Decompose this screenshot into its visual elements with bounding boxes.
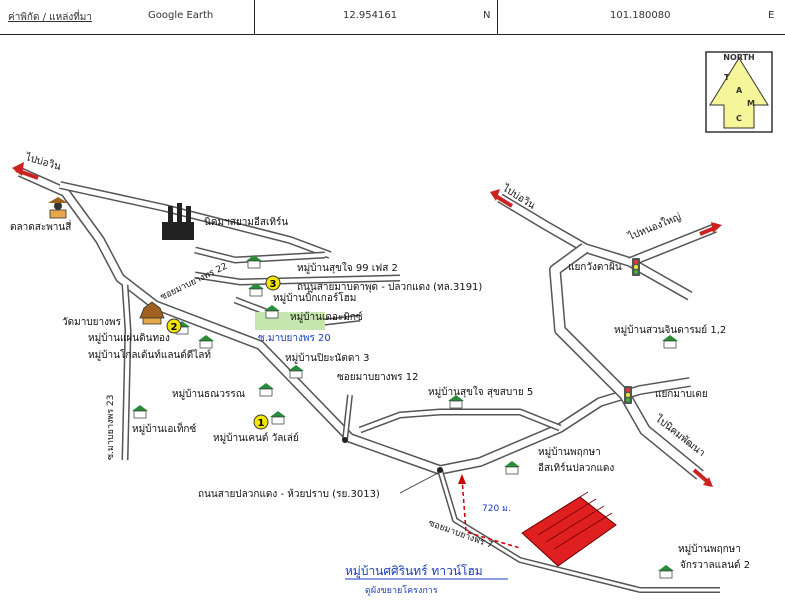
factory-label: นิคมฯสยามอีสเทิร์น — [204, 216, 288, 228]
market-label: ตลาดสะพานสี่ — [10, 219, 71, 233]
house-icon — [258, 383, 274, 397]
temple-icon — [139, 301, 165, 325]
badge: 2 — [166, 318, 182, 334]
latitude-value: 12.954161 — [343, 10, 398, 21]
village-thanawan: หมู่บ้านธณวรรณ — [172, 388, 245, 400]
direction-arrows — [12, 162, 722, 487]
source-value: Google Earth — [148, 10, 214, 21]
village-piyanat: หมู่บ้านปิยะนัตดา 3 — [285, 352, 370, 364]
village-pruksa-chak: หมู่บ้านพฤกษา — [678, 543, 741, 555]
longitude-cell: 101.180080 E — [498, 0, 785, 34]
latitude-cell: 12.954161 N — [255, 0, 498, 34]
temple-label: วัดมาบยางพร — [62, 317, 122, 328]
coordinate-header: ค่าพิกัด / แหล่งที่มา Google Earth 12.95… — [0, 0, 785, 35]
house-icon — [662, 335, 678, 349]
badge-number: 1 — [258, 418, 265, 429]
village-ace: หมู่บ้านเอเท็กซ์ — [132, 421, 196, 435]
badge-number: 3 — [270, 279, 277, 290]
market-vendor-icon — [48, 197, 68, 219]
north-logo: NORTH T A M C — [705, 51, 773, 133]
project-subtitle: ดูผังขยายโครงการ — [365, 585, 438, 596]
direction-nongyai: ไปหนองใหญ่ — [626, 211, 683, 243]
village-pruksa-chak-line2: จักรวาลแลนด์ 2 — [680, 559, 750, 571]
house-icon — [504, 461, 520, 475]
traffic-light-icon — [632, 258, 640, 276]
village-demix: หมู่บ้านเดอะมิกซ์ — [290, 311, 363, 323]
road-network — [17, 167, 720, 593]
village-golden: หมู่บ้านโกลเด้นท์แลนด์ดีไลท์ — [88, 348, 211, 361]
latitude-direction: N — [483, 10, 491, 21]
village-suanchin: หมู่บ้านสวนจินดารมย์ 1,2 — [614, 324, 726, 336]
house-icon — [448, 395, 464, 409]
junction-maptoei-label: แยกมาบเตย — [655, 389, 708, 400]
house-icon — [658, 565, 674, 579]
house-icon — [198, 335, 214, 349]
logo-letter: T — [724, 73, 730, 82]
logo-letter: C — [736, 114, 742, 123]
house-icon — [248, 283, 264, 297]
badge: 3 — [265, 275, 281, 291]
project-name: หมู่บ้านศศิรินทร์ ทาวน์โฮม — [345, 564, 483, 579]
junction-wangtamin-label: แยกวังตาผิน — [568, 262, 622, 273]
village-kent: หมู่บ้านเคนต์ วัลเล่ย์ — [213, 432, 299, 444]
logo-letter: A — [736, 86, 743, 95]
house-icon — [270, 411, 286, 425]
project-site — [521, 491, 617, 567]
road-3013-label: ถนนสายปลวกแดง - ห้วยปราบ (รย.3013) — [198, 488, 380, 500]
village-pruksa-east: หมู่บ้านพฤกษา — [538, 446, 601, 458]
village-sukjai5: หมู่บ้านสุขใจ สุขสบาย 5 — [428, 386, 533, 398]
village-phaendin: หมู่บ้านแผ่นดินทอง — [88, 332, 170, 344]
north-label: NORTH — [723, 53, 754, 62]
badge-number: 2 — [171, 322, 178, 333]
road-map: NORTH T A M C — [10, 51, 773, 596]
route-arrow-icon — [458, 474, 466, 484]
longitude-direction: E — [768, 10, 775, 21]
longitude-value: 101.180080 — [610, 10, 671, 21]
house-icon — [264, 305, 280, 319]
soi-20-label: ซ.มาบยางพร 20 — [258, 333, 331, 344]
direction-bowin-left: ไปบ่อวิน — [23, 151, 62, 173]
soi-12-label: ซอยมาบยางพร 12 — [337, 372, 418, 383]
source-cell: ค่าพิกัด / แหล่งที่มา Google Earth — [0, 0, 255, 34]
soi-23-label: ซ.มาบยางพร 23 — [106, 395, 116, 460]
house-icon — [132, 405, 148, 419]
village-pruksa-east-line2: อีสเทิร์นปลวกแดง — [538, 462, 614, 474]
coord-source-label: ค่าพิกัด / แหล่งที่มา — [8, 12, 93, 23]
route-to-project — [461, 477, 521, 549]
junction-dot — [342, 437, 348, 443]
village-bigger: หมู่บ้านบิ๊กเกอร์โฮม — [273, 290, 356, 304]
distance-label: 720 ม. — [482, 504, 511, 514]
road-3191-label: ถนนสายมาบตาพุด - ปลวกแดง (ทล.3191) — [297, 282, 482, 293]
house-icon — [246, 255, 262, 269]
village-sukjai99: หมู่บ้านสุขใจ 99 เฟส 2 — [297, 262, 398, 274]
logo-letter: M — [747, 99, 755, 108]
traffic-light-icon — [624, 386, 632, 404]
house-icon — [288, 365, 304, 379]
factory-icon — [162, 203, 194, 240]
junction-dot — [437, 467, 443, 473]
badge: 1 — [253, 414, 269, 430]
